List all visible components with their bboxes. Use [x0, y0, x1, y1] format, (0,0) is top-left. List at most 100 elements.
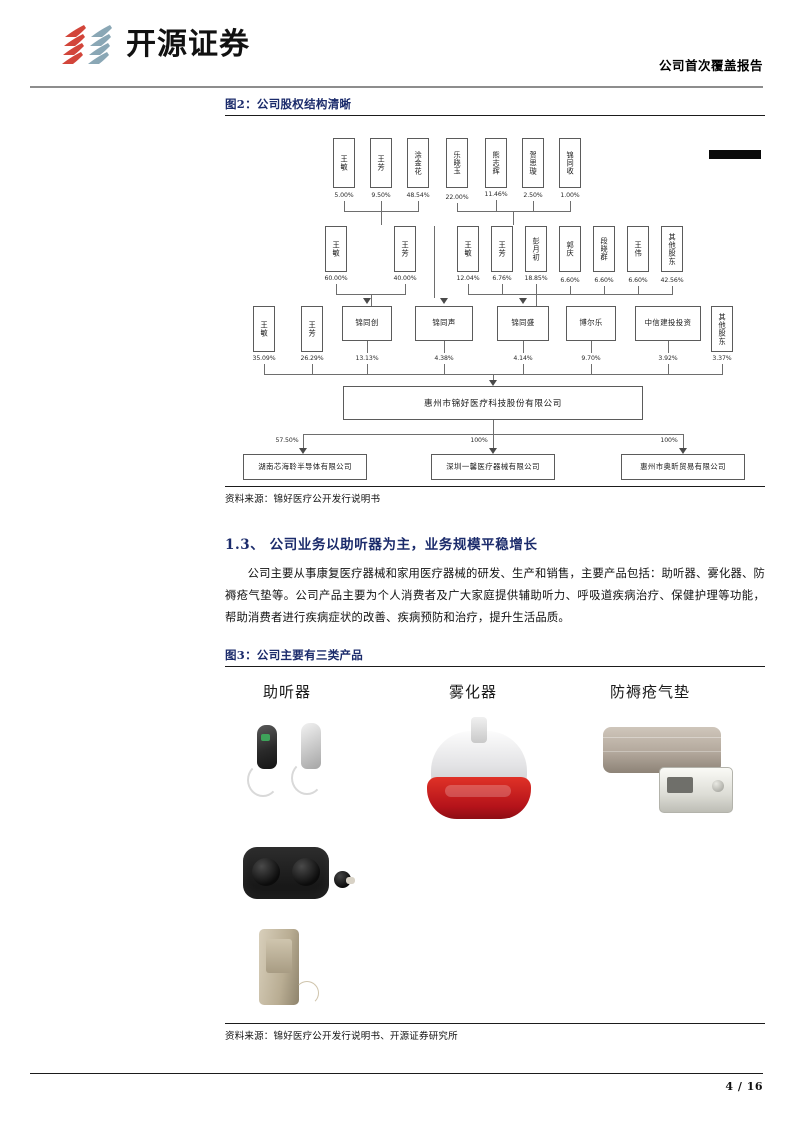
org-node-row3-4: 锦同盛	[497, 306, 549, 341]
hearing-aid-dark-icon	[257, 725, 277, 770]
org-link	[381, 201, 382, 211]
org-link	[668, 364, 669, 374]
figure-3-source: 资料来源：锦好医疗公开发行说明书、开源证券研究所	[225, 1023, 765, 1042]
product-image-anti-bedsore-mattress	[597, 723, 747, 823]
org-bus	[468, 294, 673, 295]
page-header: 开源证券 公司首次覆盖报告	[0, 0, 793, 92]
brand-logo: 开源证券	[62, 22, 250, 68]
product-label-nebulizer: 雾化器	[448, 683, 498, 702]
org-pct-row2-left-0: 60.00%	[324, 275, 348, 282]
org-link	[570, 286, 571, 294]
org-link	[457, 203, 458, 211]
org-node-row3-1: 王芳	[301, 306, 323, 352]
org-pct-row3-0: 35.09%	[252, 355, 276, 362]
org-node-subsidiary-1: 深圳一馨医疗器械有限公司	[431, 454, 555, 480]
org-node-row1-2: 涂金花	[407, 138, 429, 188]
mattress-icon	[603, 727, 721, 774]
org-pct-row1-6: 1.00%	[560, 192, 580, 199]
product-image-bte-hearing-aids	[239, 717, 349, 827]
org-link	[418, 201, 419, 211]
org-link	[668, 341, 669, 353]
org-node-row3-2: 锦同创	[342, 306, 392, 341]
org-link	[722, 364, 723, 374]
org-node-row3-5: 博尔乐	[566, 306, 616, 341]
org-pct-row1-3: 22.00%	[445, 194, 469, 201]
org-node-main-company: 惠州市锦好医疗科技股份有限公司	[343, 386, 643, 420]
org-link	[405, 284, 406, 294]
org-node-subsidiary-2: 惠州市奥昕贸易有限公司	[621, 454, 745, 480]
org-link	[264, 364, 265, 374]
org-pct-row2-right-3: 6.60%	[560, 277, 580, 284]
page-content: 图2：公司股权结构清晰 王敏 5.00% 王芳 9.50% 涂金花 48.54%…	[225, 96, 765, 1042]
org-group-divider	[434, 226, 435, 298]
org-link	[570, 201, 571, 211]
org-arrow	[440, 298, 448, 304]
org-link	[591, 341, 592, 353]
org-node-row2-left-0: 王敏	[325, 226, 347, 272]
org-link	[493, 434, 494, 452]
figure-3-caption-rule	[225, 666, 765, 668]
section-heading-1-3: 1.3、 公司业务以助听器为主，业务规模平稳增长	[225, 537, 538, 553]
org-arrow	[489, 448, 497, 454]
figure-2-caption-rule	[225, 115, 765, 116]
org-pct-row2-right-5: 6.60%	[628, 277, 648, 284]
pocket-aid-earwire-icon	[295, 981, 319, 1006]
org-node-row1-1: 王芳	[370, 138, 392, 188]
pocket-hearing-aid-icon	[259, 929, 299, 1006]
org-node-row1-0: 王敏	[333, 138, 355, 188]
org-pct-row3-4: 4.14%	[513, 355, 533, 362]
hearing-aid-silver-icon	[301, 723, 321, 770]
org-link	[444, 341, 445, 353]
org-pct-row2-right-0: 12.04%	[456, 275, 480, 282]
product-image-nebulizer	[417, 717, 547, 829]
org-node-row3-7: 其他股东	[711, 306, 733, 352]
earbud-charging-case-icon	[243, 847, 329, 900]
org-node-row2-right-2: 彭月初	[525, 226, 547, 272]
page-number: 4 / 16	[725, 1080, 763, 1093]
brand-name: 开源证券	[126, 27, 250, 62]
figure-2-caption: 图2：公司股权结构清晰	[225, 97, 352, 111]
org-node-row3-0: 王敏	[253, 306, 275, 352]
nebulizer-red-base-icon	[427, 777, 531, 820]
report-type-label: 公司首次覆盖报告	[658, 58, 763, 73]
kaiyuan-flame-logo-icon	[62, 22, 118, 68]
header-divider	[30, 86, 763, 88]
org-pct-row2-right-1: 6.76%	[492, 275, 512, 282]
product-gallery: 助听器 雾化器 防褥疮气垫	[225, 673, 765, 1021]
ear-hook-icon	[247, 763, 279, 798]
figure-3-caption: 图3：公司主要有三类产品	[225, 648, 364, 663]
org-link	[493, 374, 494, 384]
org-pct-subsidiary-1: 100%	[470, 437, 488, 444]
figure-2-source: 资料来源：锦好医疗公开发行说明书	[225, 486, 765, 505]
org-arrow	[489, 380, 497, 386]
org-link	[381, 211, 382, 225]
org-node-row3-3: 锦同声	[415, 306, 473, 341]
org-pct-row2-right-4: 6.60%	[594, 277, 614, 284]
org-node-row1-4: 熊志辉	[485, 138, 507, 188]
org-node-row1-3: 乐晓玉	[446, 138, 468, 188]
org-link	[496, 200, 497, 211]
org-node-row1-6: 锦同收	[559, 138, 581, 188]
org-pct-row2-right-6: 42.56%	[660, 277, 684, 284]
org-arrow	[363, 298, 371, 304]
org-link	[591, 364, 592, 374]
org-node-row1-5: 贺思璇	[522, 138, 544, 188]
org-node-row2-right-1: 王芳	[491, 226, 513, 272]
product-image-pocket-hearing-aid	[255, 925, 345, 1013]
footer-divider	[30, 1073, 763, 1075]
org-pct-row3-1: 26.29%	[300, 355, 324, 362]
org-pct-row2-right-2: 18.85%	[524, 275, 548, 282]
org-pct-subsidiary-0: 57.50%	[275, 437, 299, 444]
org-link	[672, 286, 673, 294]
org-node-row2-right-5: 王伟	[627, 226, 649, 272]
org-link	[502, 284, 503, 294]
org-link	[336, 284, 337, 294]
ear-hook-icon	[291, 761, 323, 796]
chart-corner-marker	[709, 150, 761, 159]
org-link	[493, 420, 494, 434]
ownership-structure-chart: 王敏 5.00% 王芳 9.50% 涂金花 48.54% 乐晓玉 22.00% …	[225, 122, 765, 484]
org-node-row2-right-3: 郭庆	[559, 226, 581, 272]
org-link	[367, 341, 368, 353]
org-node-row2-left-1: 王芳	[394, 226, 416, 272]
org-bus	[457, 211, 571, 212]
